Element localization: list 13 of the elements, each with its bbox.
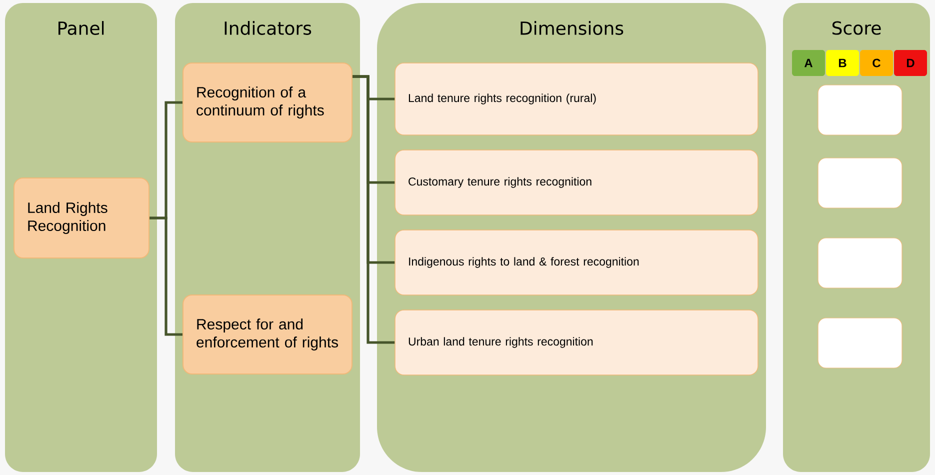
score-box (818, 238, 902, 288)
dimension-box: Land tenure rights recognition (rural) (394, 62, 758, 136)
connector-line (150, 216, 182, 336)
dimension-box: Customary tenure rights recognition (394, 150, 758, 216)
score-box (818, 84, 902, 136)
rounded-box: Recognition of a continuum of rights (182, 62, 352, 142)
score-box (818, 158, 902, 208)
score-box (818, 318, 902, 368)
dimension-box: Indigenous rights to land & forest recognition (394, 230, 758, 296)
dimension-box: Urban land tenure rights recognition (394, 310, 758, 376)
connector-line (352, 75, 395, 344)
rounded-box: Respect for and enforcement of rights (182, 294, 352, 374)
rounded-box: Land Rights Recognition (14, 178, 150, 258)
